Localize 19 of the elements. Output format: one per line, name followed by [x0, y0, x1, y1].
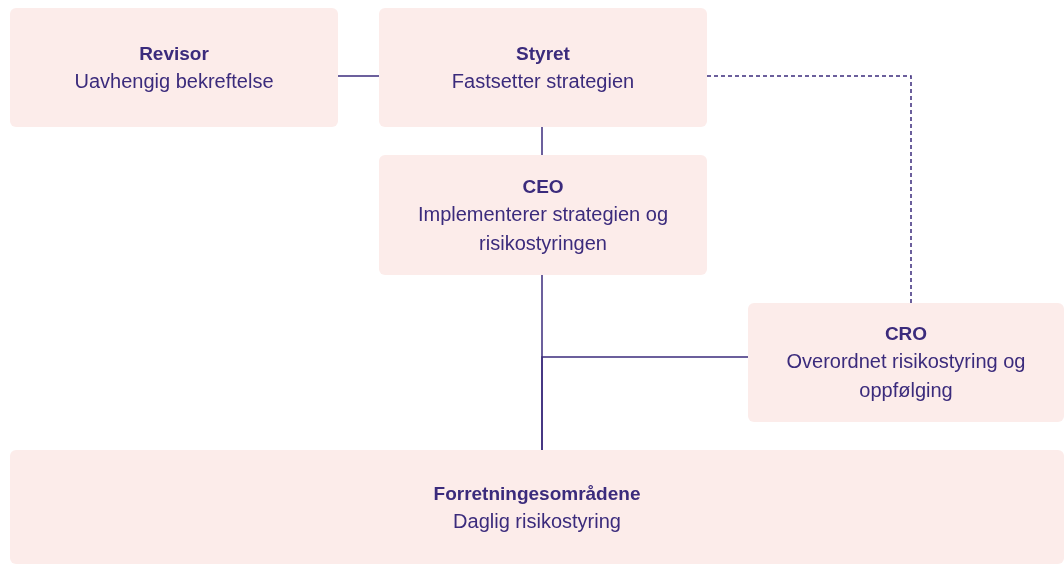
role-description: Overordnet risikostyring og oppfølging — [785, 349, 1027, 403]
role-title: Styret — [516, 41, 570, 66]
role-box — [748, 303, 1064, 422]
role-description: Implementerer strategien og risikostyringen — [416, 201, 670, 256]
role-box — [10, 8, 338, 127]
connector-line — [337, 75, 380, 77]
role-title: CRO — [884, 322, 928, 346]
role-box — [379, 155, 707, 275]
connector-line — [541, 356, 749, 451]
role-box — [10, 450, 1064, 564]
role-title: Forretningesområdene — [433, 482, 641, 506]
role-box — [379, 8, 707, 127]
role-description: Uavhengig bekreftelse — [74, 68, 274, 94]
role-description: Fastsetter strategien — [451, 68, 635, 94]
role-title: CEO — [522, 174, 564, 199]
role-title: Revisor — [139, 41, 209, 66]
role-description: Daglig risikostyring — [453, 509, 621, 534]
connector-line — [541, 126, 543, 156]
dashed-connector — [706, 75, 912, 304]
